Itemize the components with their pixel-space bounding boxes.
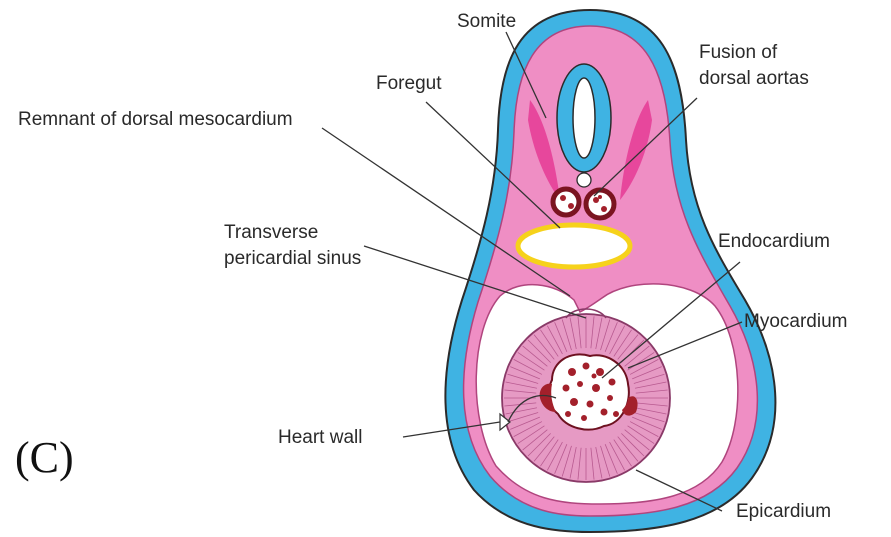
blood-cell <box>583 363 590 370</box>
blood-cell <box>596 368 604 376</box>
blood-cell <box>563 385 570 392</box>
label-transverse-line1: Transverse <box>224 222 318 243</box>
blood-cell <box>570 398 578 406</box>
blood-cell <box>607 395 613 401</box>
blood-cell <box>592 374 597 379</box>
blood-cell <box>609 379 616 386</box>
blood-cell <box>587 401 594 408</box>
blood-cell <box>592 384 600 392</box>
label-remnant-dorsal-mesocardium: Remnant of dorsal mesocardium <box>18 109 293 130</box>
label-fusion-line1: Fusion of <box>699 42 778 63</box>
label-transverse-line2: pericardial sinus <box>224 248 361 269</box>
foregut <box>518 225 630 267</box>
label-fusion-line2: dorsal aortas <box>699 68 809 89</box>
label-myocardium: Myocardium <box>744 311 847 332</box>
label-foregut: Foregut <box>376 73 442 94</box>
panel-letter: (C) <box>15 433 74 482</box>
blood-cell <box>577 381 583 387</box>
blood-cell <box>568 368 576 376</box>
label-epicardium: Epicardium <box>736 501 831 522</box>
notochord <box>577 173 591 187</box>
label-somite: Somite <box>457 11 516 32</box>
label-heart-wall: Heart wall <box>278 427 362 448</box>
blood-cell <box>613 411 619 417</box>
blood-cell <box>565 411 571 417</box>
neural-tube-lumen <box>573 78 595 158</box>
blood-cell <box>601 409 608 416</box>
label-endocardium: Endocardium <box>718 231 830 252</box>
blood-cell <box>581 415 587 421</box>
